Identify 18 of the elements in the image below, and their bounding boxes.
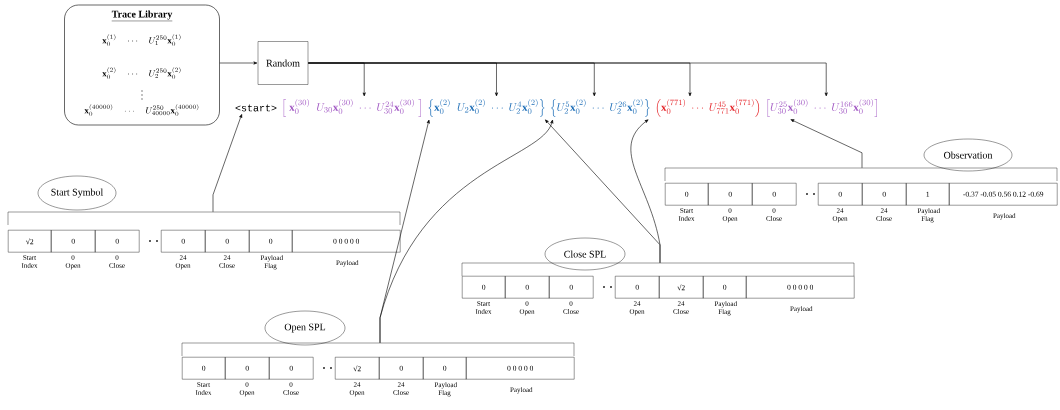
token-group: $\left[\;\mathbf{x}_0^{(30)}\;\; U_{30}\mathbf{x}_0^{(30)}\;\cdots\; U_{30}^{24}\mathbf{x}_0^{(30)}\;\right]$: [283, 99, 421, 117]
token-group: $\left\{\mathbf{x}_0^{(2)}\;\; U_2\mathbf{x}_0^{(2)}\;\cdots\; U_2^4\mathbf{x}_0^{(2)}\right\}$: [428, 99, 545, 117]
arrow: [219, 61, 258, 65]
arrow: [212, 114, 243, 213]
formula: $\mathbf{x}_0^{(1)}\quad\cdots\quad U_1^{250}\mathbf{x}_0^{(1)}$: [102, 34, 181, 46]
arrow: [630, 119, 661, 264]
token-group: $\left\{U_2^5\mathbf{x}_0^{(2)}\;\cdots\; U_2^{26}\mathbf{x}_0^{(2)}\right\}$: [551, 99, 650, 117]
arrow: [307, 62, 828, 97]
token-group: $\left[U_{30}^{25}\mathbf{x}_0^{(30)}\;\cdots\; U_{30}^{166}\mathbf{x}_0^{(30)}\right]$: [767, 99, 877, 117]
title: Trace Library: [111, 10, 173, 22]
process-box: Random: [257, 41, 309, 85]
formula: $\mathbf{x}_0^{(2)}\quad\cdots\quad U_2^{250}\mathbf{x}_0^{(2)}$: [102, 67, 181, 79]
formula: $\vdots$: [141, 90, 143, 100]
start-token: <start>: [235, 104, 277, 112]
arrow: [790, 119, 863, 169]
token-group: $\left(\mathbf{x}_0^{(771)}\;\cdots\; U_{771}^{45}\mathbf{x}_0^{(771)}\right)$: [656, 99, 760, 117]
arrow: [379, 119, 554, 344]
formula: $\mathbf{x}_0^{(40000)}\quad\cdots\quad U_{40000}^{250}\mathbf{x}_0^{(40000)}$: [84, 104, 199, 116]
